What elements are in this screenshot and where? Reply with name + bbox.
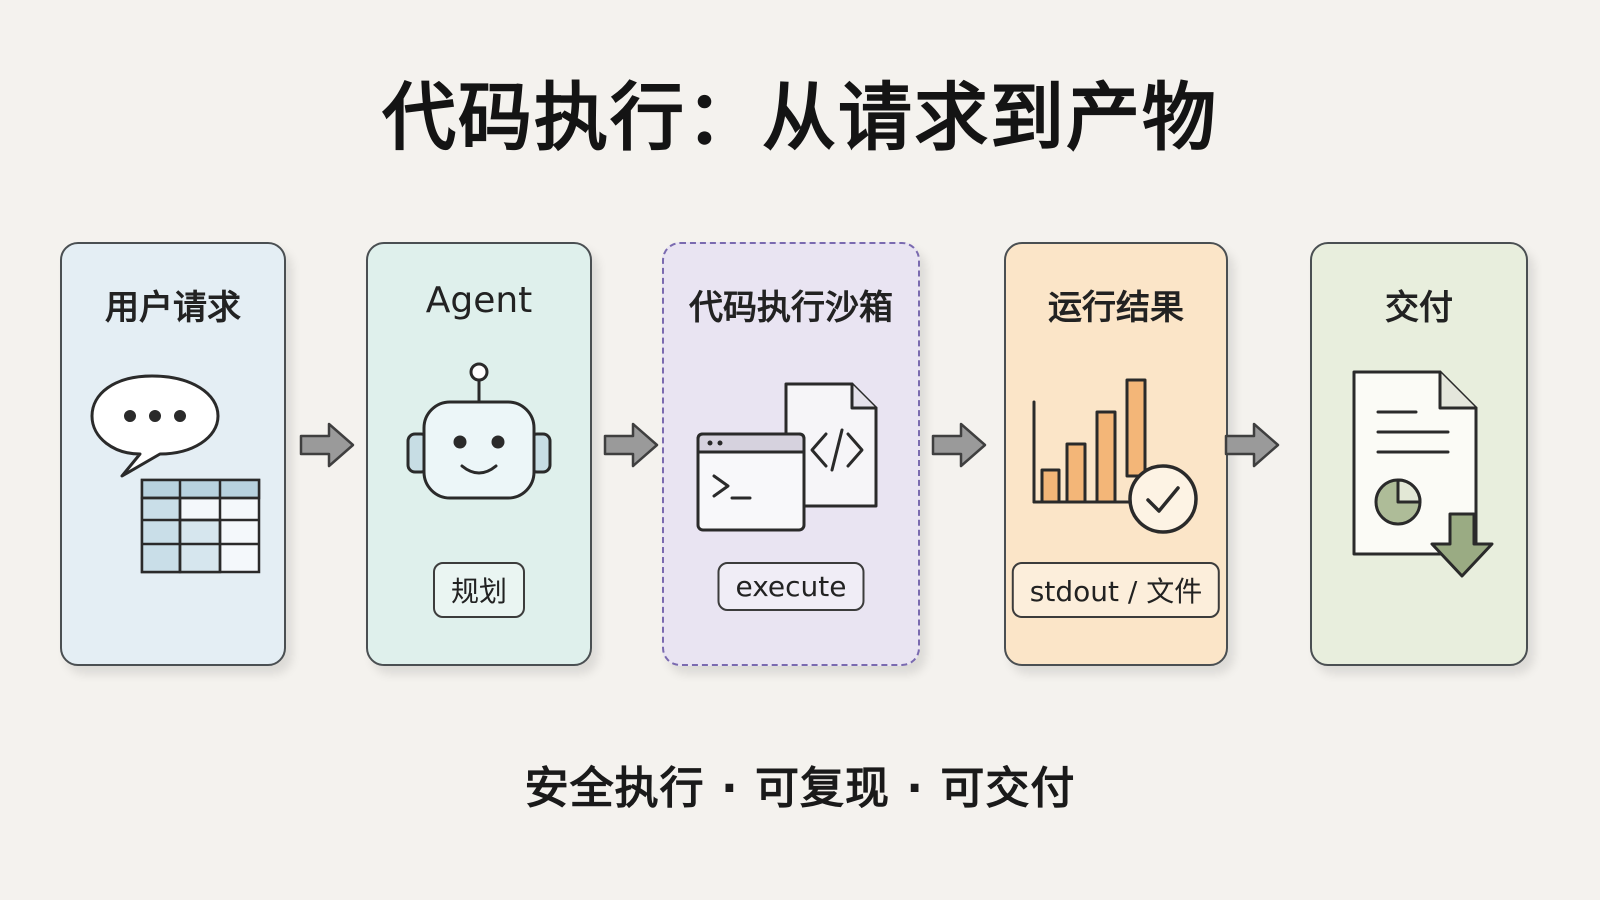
- stage-card-results: 运行结果 stdout / 文件: [1004, 242, 1228, 666]
- download-arrow-icon: [1430, 512, 1494, 578]
- stage-title: Agent: [425, 280, 533, 321]
- stage-title: 运行结果: [1048, 288, 1184, 328]
- pie-chart-icon: [1374, 478, 1422, 526]
- chat-bubble-icon: [90, 374, 220, 478]
- stage-card-agent: Agent 规划: [366, 242, 592, 666]
- agent-tag: 规划: [432, 562, 526, 618]
- stage-card-sandbox: 代码执行沙箱 execute: [662, 242, 920, 666]
- spreadsheet-icon: [140, 478, 261, 574]
- stage-card-delivery: 交付: [1310, 242, 1528, 666]
- stage-title: 代码执行沙箱: [689, 288, 893, 328]
- page-title: 代码执行：从请求到产物: [382, 75, 1218, 161]
- flow-arrow-icon: [603, 422, 659, 468]
- checkmark-circle-icon: [1128, 464, 1198, 534]
- footer-tagline: 安全执行 · 可复现 · 可交付: [524, 763, 1076, 814]
- robot-icon: [406, 362, 552, 500]
- flow-arrow-icon: [299, 422, 355, 468]
- flow-arrow-icon: [1224, 422, 1280, 468]
- bar-chart-icon: [1032, 378, 1147, 504]
- sandbox-tag: execute: [717, 562, 865, 611]
- stage-title: 用户请求: [105, 288, 241, 328]
- stage-title: 交付: [1385, 288, 1453, 328]
- results-tag: stdout / 文件: [1011, 562, 1221, 618]
- terminal-window-icon: [696, 432, 806, 532]
- flow-arrow-icon: [931, 422, 987, 468]
- stage-card-user-request: 用户请求: [60, 242, 286, 666]
- code-file-icon: [784, 382, 878, 508]
